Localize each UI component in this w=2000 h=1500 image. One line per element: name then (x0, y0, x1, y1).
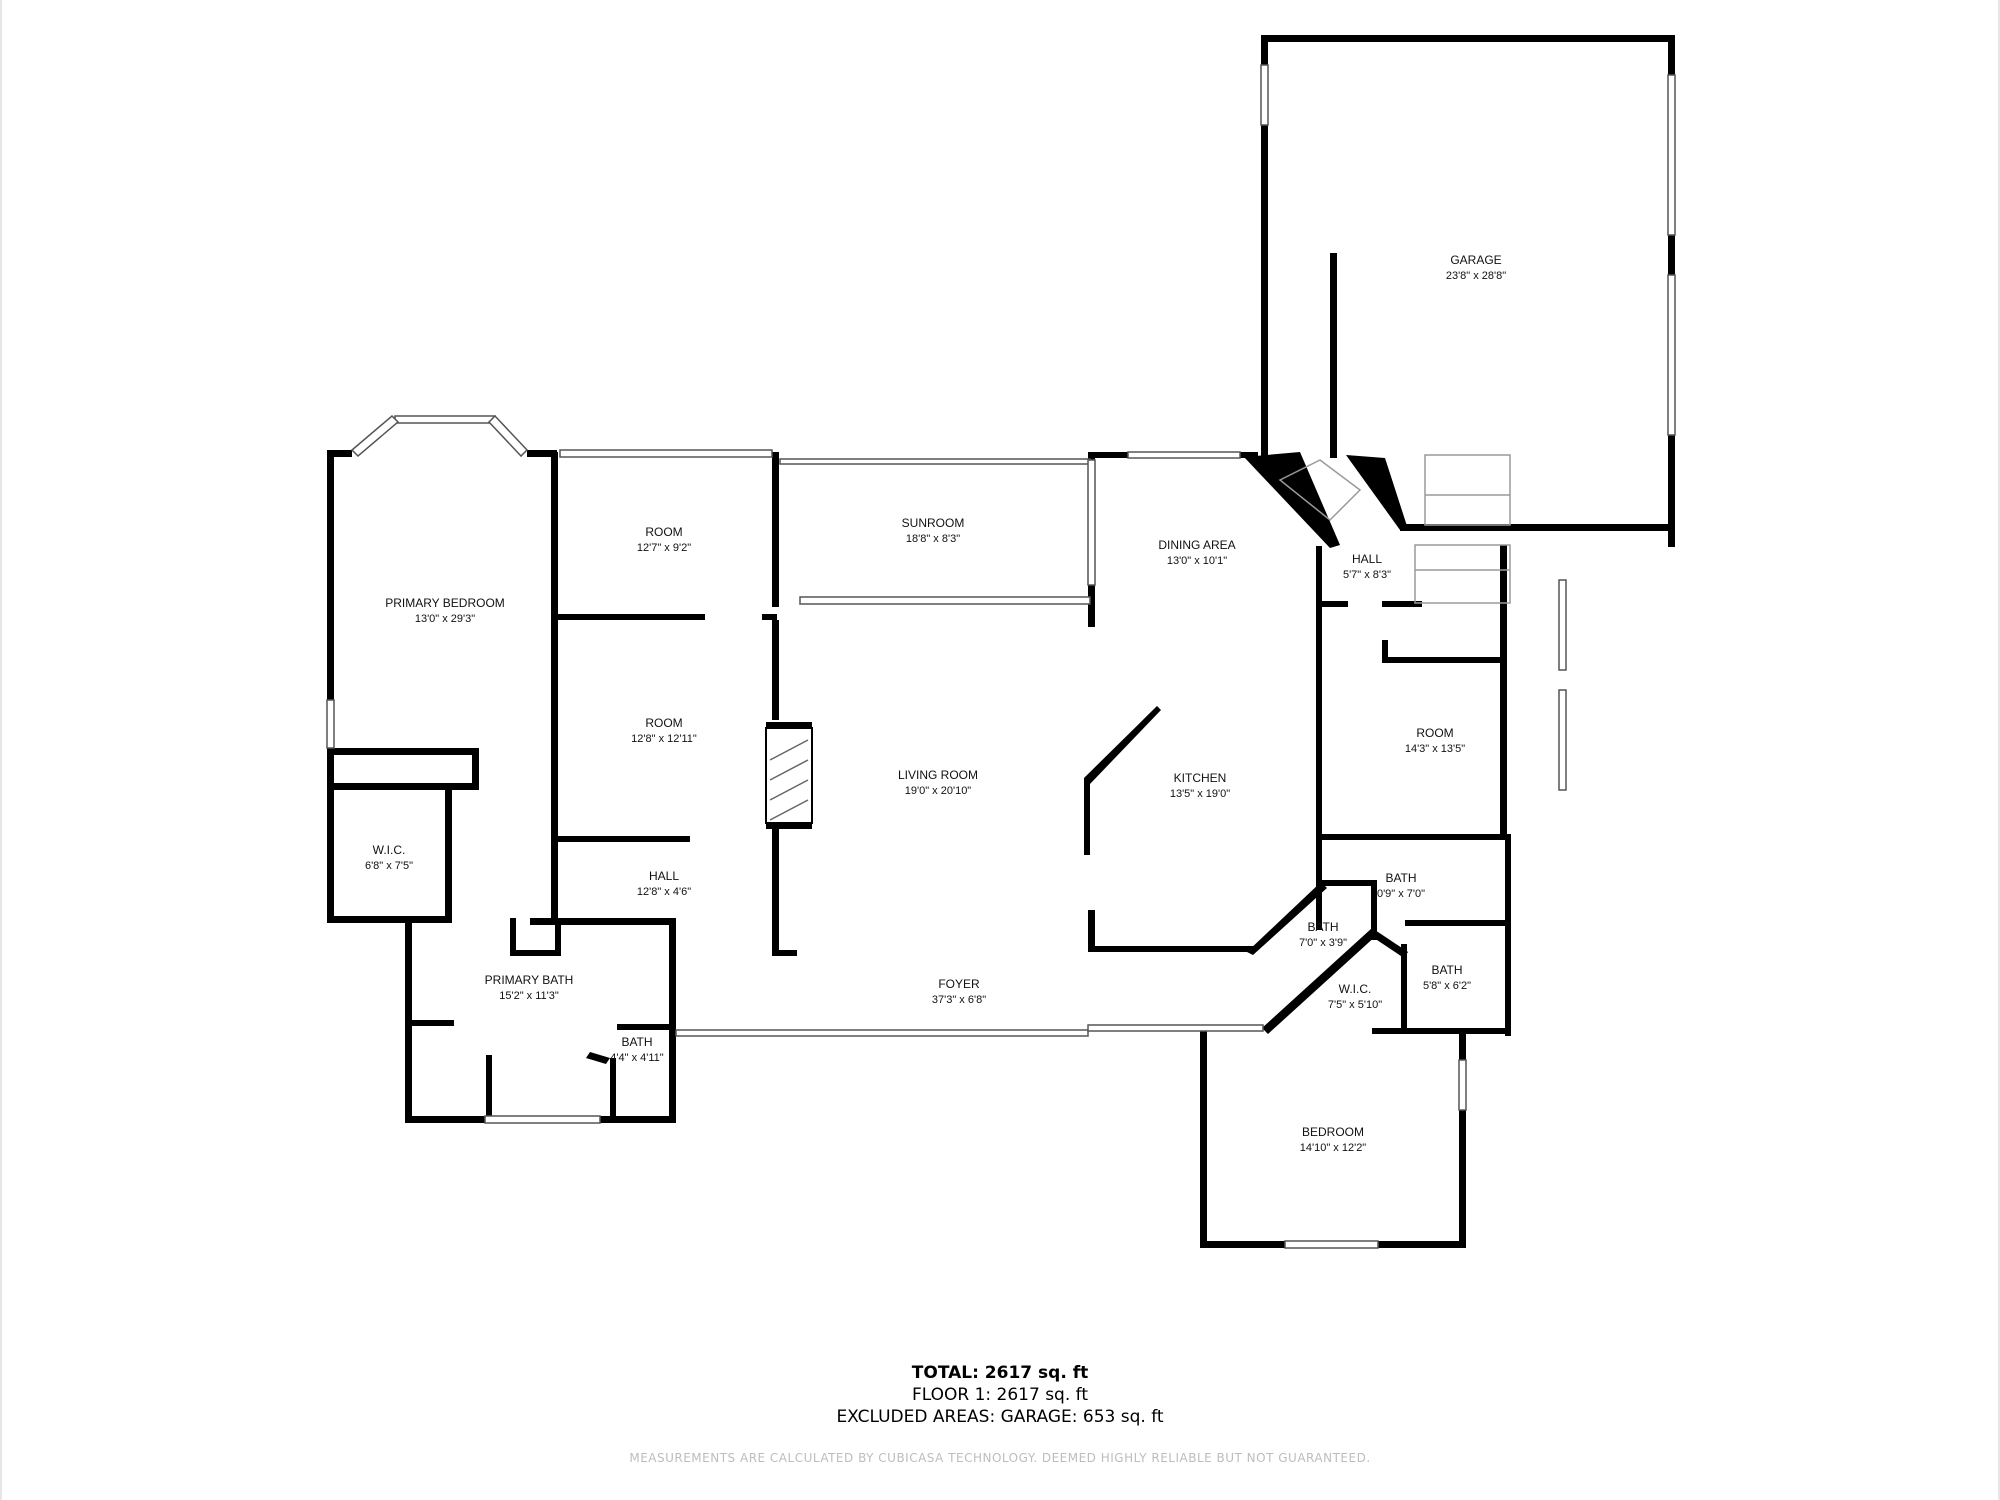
room-name-hall-2: HALL (649, 869, 679, 883)
stairs (1278, 454, 1511, 604)
room-dims-bath-3: 5'8" x 6'2" (1423, 980, 1471, 992)
room-dims-bath-2: 7'0" x 3'9" (1299, 937, 1347, 949)
room-dims-wic-1: 6'8" x 7'5" (365, 860, 413, 872)
windows (326, 64, 1676, 1249)
room-dims-garage: 23'8" x 28'8" (1446, 270, 1506, 282)
room-name-bath-1: BATH (1385, 871, 1416, 885)
room-name-bath-2: BATH (1307, 920, 1338, 934)
room-name-room-1: ROOM (645, 525, 682, 539)
room-name-primary-bedroom: PRIMARY BEDROOM (385, 596, 505, 610)
room-name-wic-2: W.I.C. (1339, 982, 1372, 996)
room-name-room-2: ROOM (645, 716, 682, 730)
room-name-foyer: FOYER (938, 977, 980, 991)
floor-area: FLOOR 1: 2617 sq. ft (911, 1385, 1089, 1405)
area-summary: TOTAL: 2617 sq. ft FLOOR 1: 2617 sq. ft … (0, 1362, 2000, 1428)
room-dims-kitchen: 13'5" x 19'0" (1170, 788, 1230, 800)
room-name-bedroom: BEDROOM (1302, 1125, 1364, 1139)
room-name-living-room: LIVING ROOM (898, 768, 978, 782)
room-dims-living-room: 19'0" x 20'10" (905, 785, 972, 797)
room-dims-bath-1: 0'9" x 7'0" (1377, 888, 1425, 900)
room-dims-bath-4: 4'4" x 4'11" (610, 1052, 663, 1064)
room-dims-dining-area: 13'0" x 10'1" (1167, 555, 1227, 567)
room-dims-hall-2: 12'8" x 4'6" (637, 886, 691, 898)
disclaimer-text: MEASUREMENTS ARE CALCULATED BY CUBICASA … (629, 1451, 1371, 1465)
room-dims-bedroom: 14'10" x 12'2" (1300, 1142, 1367, 1154)
total-area: TOTAL: 2617 sq. ft (911, 1363, 1089, 1383)
room-name-dining-area: DINING AREA (1158, 538, 1235, 552)
room-dims-room-2: 12'8" x 12'11" (631, 733, 697, 745)
room-name-wic-1: W.I.C. (373, 843, 406, 857)
page-frame-right (1998, 0, 2000, 1500)
room-dims-primary-bedroom: 13'0" x 29'3" (415, 613, 475, 625)
page-frame-left (0, 0, 2, 1500)
room-dims-sunroom: 18'8" x 8'3" (906, 533, 960, 545)
excluded-area: EXCLUDED AREAS: GARAGE: 653 sq. ft (836, 1407, 1164, 1427)
room-dims-wic-2: 7'5" x 5'10" (1328, 999, 1382, 1011)
room-dims-foyer: 37'3" x 6'8" (932, 994, 986, 1006)
room-name-sunroom: SUNROOM (902, 516, 965, 530)
room-dims-hall-1: 5'7" x 8'3" (1343, 569, 1391, 581)
room-dims-room-3: 14'3" x 13'5" (1405, 743, 1465, 755)
walls (327, 35, 1675, 1248)
room-labels: GARAGE 23'8" x 28'8" PRIMARY BEDROOM 13'… (365, 253, 1506, 1154)
room-name-garage: GARAGE (1450, 253, 1501, 267)
room-dims-room-1: 12'7" x 9'2" (637, 542, 691, 554)
room-name-primary-bath: PRIMARY BATH (485, 973, 574, 987)
room-name-kitchen: KITCHEN (1174, 771, 1227, 785)
room-dims-primary-bath: 15'2" x 11'3" (499, 990, 559, 1002)
room-name-hall-1: HALL (1352, 552, 1382, 566)
room-name-bath-3: BATH (1431, 963, 1462, 977)
room-name-room-3: ROOM (1416, 726, 1453, 740)
room-name-bath-4: BATH (621, 1035, 652, 1049)
